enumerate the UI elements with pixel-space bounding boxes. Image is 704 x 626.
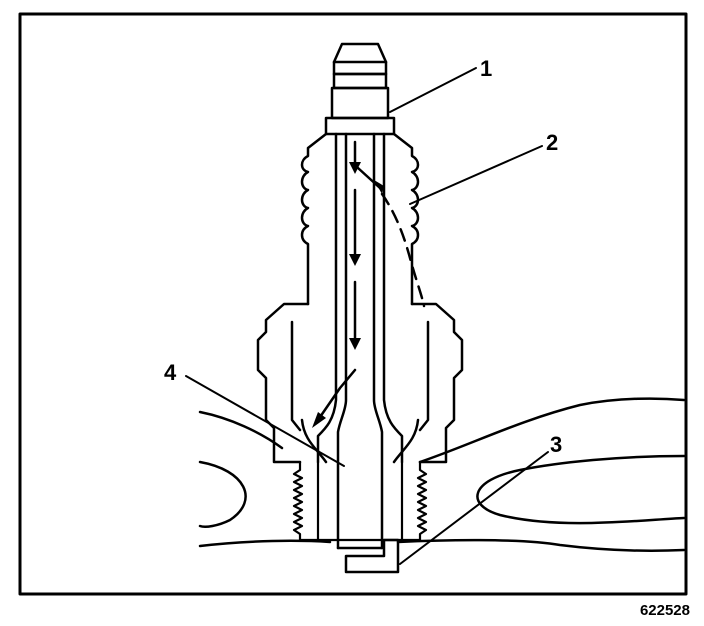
hex-shell xyxy=(256,302,464,464)
figure-frame xyxy=(18,12,688,596)
cylinder-head xyxy=(198,397,686,553)
threaded-section xyxy=(292,460,428,542)
insulator-core xyxy=(300,132,420,464)
callout-2: 2 xyxy=(546,130,558,155)
ground-electrode xyxy=(344,538,400,574)
callout-1: 1 xyxy=(480,56,492,81)
callout-4: 4 xyxy=(164,360,177,385)
heat-flow-arrows xyxy=(316,140,382,422)
insulator xyxy=(300,132,420,306)
leader-line-3 xyxy=(399,451,549,565)
leader-line-4 xyxy=(185,375,345,467)
arrowheads xyxy=(312,162,384,428)
center-electrode xyxy=(336,132,384,550)
leader-line-1 xyxy=(389,67,477,113)
figure-id: 622528 xyxy=(639,602,690,619)
callout-3: 3 xyxy=(550,432,562,457)
heat-dissipation-path xyxy=(380,192,426,308)
terminal-nut xyxy=(324,42,396,136)
leader-line-2 xyxy=(409,145,543,205)
